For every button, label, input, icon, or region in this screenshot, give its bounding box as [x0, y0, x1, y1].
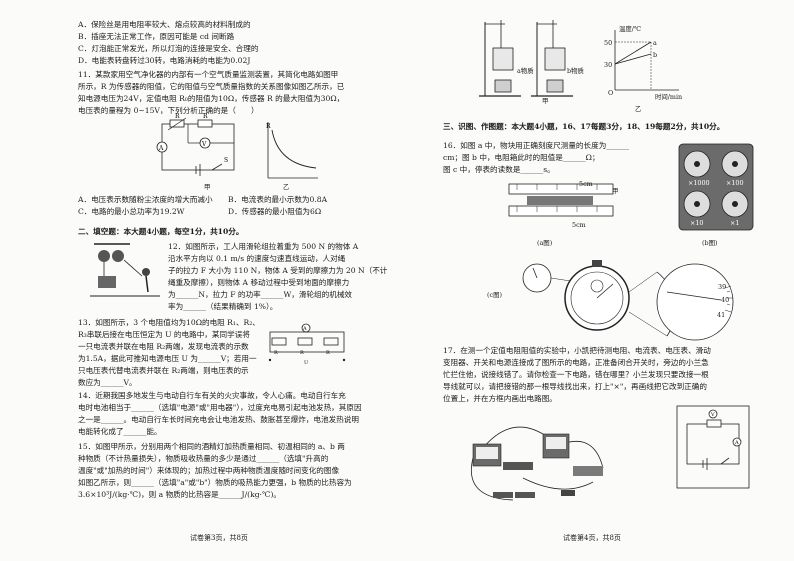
- svg-text:V: V: [201, 141, 207, 148]
- q15-heating-apparatus: [479, 20, 573, 97]
- q11-option-c: C．电路的最小总功率为19.2W: [78, 207, 185, 216]
- q17-line-4: 导线就可以，请把接错的那一根导线找出来，打上"×"，再画线把它改到正确的: [443, 382, 707, 391]
- q12-line-5: 为______N，拉力 F 的功率______W，滑轮组的机械效: [168, 290, 353, 299]
- q13-line-4: 为1.5A，据此可推知电源电压 U 为______V；若用一: [78, 354, 257, 363]
- q16-line-3: 图 c 中，停表的读数是______s。: [443, 165, 555, 174]
- q11-option-d: D．传感器的最小阻值为6Ω: [228, 207, 322, 216]
- q12-line-4: 绳重及摩擦），则物体 A 移动过程中受到地面的摩擦力: [168, 278, 350, 287]
- graph-line-b-label: b: [653, 51, 658, 59]
- graph-xlabel: 时间/min: [655, 93, 683, 101]
- q15-line-2: 种物质（不计热量损失），物质吸收热量的多少是通过______（选填"升高的: [78, 454, 329, 463]
- graph-line-a-label: a: [653, 39, 657, 47]
- q10-option-b: B．插座无法正常工作，原因可能是 cd 间断路: [78, 32, 235, 41]
- box-dial-1: ×1: [730, 219, 740, 227]
- svg-text:A: A: [302, 326, 307, 332]
- q11-option-b: B．电流表的最小示数为0.8A: [228, 195, 328, 204]
- svg-text:S: S: [224, 157, 228, 164]
- q10-option-c: C．灯泡能正常发光，所以灯泡的连接是安全、合理的: [78, 44, 259, 53]
- q12-line-2: 沿水平方向以 0.1 m/s 的速度匀速直线运动，人对绳: [168, 254, 346, 263]
- q11-fig-left-label: 甲: [204, 183, 211, 191]
- q13-line-5: 只电压表代替电流表并联在 R₂两端，则电压表的示: [78, 366, 249, 375]
- q15-line-4: 如图乙所示，则______（选填"a"或"b"）物质的吸热能力更强，b 物质的比…: [78, 478, 352, 487]
- box-dial-100: ×100: [726, 179, 744, 187]
- svg-text:A: A: [734, 440, 739, 446]
- q17-line-3: 忙拦住他，说接线错了。请你检查一下电路，错在哪里？小兰发现只要改接一根: [443, 370, 709, 379]
- q11-line-3: 知电源电压为24V，定值电阻 R₀的阻值为10Ω，传感器 R 的最大阻值为30Ω…: [78, 94, 345, 103]
- right-page-footer: 试卷第4页，共8页: [563, 534, 621, 542]
- svg-text:R: R: [175, 113, 180, 120]
- svg-text:V: V: [710, 412, 715, 418]
- svg-text:R: R: [274, 350, 278, 356]
- left-page: A．保险丝是用电阻率较大、熔点较高的材料制成的 B．插座无法正常工作，原因可能是…: [78, 20, 388, 542]
- q15-line-1: 15．如图甲所示，分别用两个相同的酒精灯加热质量相同、初温相同的 a、b 两: [78, 442, 345, 451]
- svg-text:R: R: [326, 350, 330, 356]
- stopwatch-mark-39: 39: [718, 283, 727, 291]
- graph-y2: 30: [604, 61, 613, 69]
- q14-line-4: 电能转化成了______能。: [78, 427, 162, 436]
- svg-text:R: R: [300, 350, 304, 356]
- q14-line-2: 电时电池相当于______（选填"电源"或"用电器"），过度充电易引起电池发热，…: [78, 403, 362, 412]
- svg-text:A: A: [158, 145, 164, 152]
- section-2-title: 二、填空题：本大题4小题，每空1分，共10分。: [78, 227, 244, 236]
- svg-text:U: U: [304, 360, 308, 366]
- q17-wiring-photo: [471, 426, 604, 501]
- graph-y1: 50: [604, 39, 613, 47]
- q15-line-3: 温度"或"加热的时间"）来体现的；加热过程中两种物质温度随时间变化的图像: [78, 466, 340, 475]
- apparatus-label: 甲: [542, 97, 549, 105]
- left-page-footer: 试卷第3页，共8页: [190, 534, 248, 542]
- fig-b-caption: (b图): [702, 239, 718, 247]
- q13-line-2: R₃串联后接在电压恒定为 U 的电路中，某同学误将: [78, 330, 250, 339]
- fig-c-caption: (c图): [487, 291, 502, 299]
- graph-ylabel: 温度/℃: [619, 25, 642, 33]
- svg-text:R: R: [266, 123, 271, 130]
- graph-origin: O: [608, 89, 614, 97]
- q11-fig-right-label: 乙: [283, 183, 290, 191]
- box-dial-1000: ×1000: [688, 179, 710, 187]
- q16-line-1: 16．如图 a 中，物块用正确刻度尺测量的长度为______: [443, 141, 630, 150]
- graph-fig-label: 乙: [635, 105, 642, 113]
- ruler-bottom-label: 5cm: [572, 221, 586, 229]
- q10-option-a: A．保险丝是用电阻率较大、熔点较高的材料制成的: [78, 20, 251, 29]
- beaker-a-label: a物质: [517, 67, 534, 75]
- q16-line-2: cm；图 b 中，电阻箱此时的阻值是______Ω；: [443, 153, 600, 162]
- q10-option-d: D．电能表转盘转过30转，电路消耗的电能为0.02J: [78, 56, 251, 65]
- q13-circuit-diagram: A R R R U: [268, 323, 346, 366]
- q11-option-a: A．电压表示数随粉尘浓度的增大而减小: [78, 195, 213, 204]
- q17-line-1: 17．在测一个定值电阻阻值的实验中，小凯把待测电阻、电流表、电压表、滑动: [443, 346, 711, 355]
- q17-line-5: 位置上，并在方框内画出电路图。: [443, 394, 557, 403]
- q13-line-1: 13．如图所示，3 个电阻值均为10Ω的电阻 R₁、R₂、: [78, 318, 260, 327]
- q11-line-1: 11．某款家用空气净化器的内部有一个空气质量监测装置，其简化电路如图甲: [78, 70, 339, 79]
- box-dial-10: ×10: [690, 219, 704, 227]
- right-page: a物质 b物质 甲 温度/℃ 50 30 O a b 时间/min 乙 三、识图…: [397, 0, 794, 561]
- q17-line-2: 变阻器、开关和电源连接成了图所示的电路，正准备闭合开关时，旁边的小兰急: [443, 358, 709, 367]
- beaker-b-label: b物质: [567, 67, 584, 75]
- stopwatch-mark-41: 41: [717, 311, 726, 319]
- q11-line-2: 所示，R 为传感器的阻值，它的阻值与空气质量指数的关系图像如图乙所示，已: [78, 82, 345, 91]
- section-3-title: 三、识图、作图题：本大题4小题，16、17每题3分，18、19每题2分，共10分…: [443, 122, 725, 131]
- q12-line-6: 率为______（结果精确到 1%）。: [168, 302, 278, 311]
- ruler-jia-label: 甲: [612, 187, 619, 195]
- q12-line-1: 12．如图所示，工人用滑轮组拉着重为 500 N 的物体 A: [168, 242, 359, 251]
- stopwatch-mark-40: 40: [721, 296, 730, 304]
- ruler-top-label: 5cm: [579, 180, 593, 188]
- q11-circuit-diagram: A V R R S: [156, 113, 235, 176]
- q12-line-3: 子的拉力 F 大小为 110 N，物体 A 受到的摩擦力为 20 N（不计: [168, 266, 388, 275]
- ruler-figure: [508, 183, 614, 217]
- resistance-box: [678, 143, 754, 231]
- q13-line-6: 数应为______V。: [78, 378, 137, 387]
- q12-pulley-figure: [90, 243, 160, 297]
- stopwatch-figure: [522, 260, 734, 341]
- q14-line-3: 之一是______。电动自行车长时间充电会让电池发热、鼓胀甚至爆炸，电池发热说明: [78, 415, 359, 424]
- q17-answer-schematic: V A: [676, 405, 750, 489]
- fig-a-caption: (a图): [537, 239, 553, 247]
- q13-line-3: 一只电流表并联在电阻 R₂两端，发现电流表的示数: [78, 342, 249, 351]
- q11-graph: R: [266, 122, 318, 179]
- temperature-time-graph: [614, 30, 679, 91]
- q15-line-5: 3.6×10³J/(kg·℃)，则 a 物质的比热容是______J/(kg·℃…: [78, 490, 282, 499]
- q14-line-1: 14．近期我国多地发生与电动自行车有关的火灾事故，令人心痛。电动自行车充: [78, 391, 346, 400]
- q11-line-4: 电压表的量程为 0~15V，下列分析正确的是（ ）: [78, 106, 259, 115]
- svg-text:R: R: [203, 113, 208, 120]
